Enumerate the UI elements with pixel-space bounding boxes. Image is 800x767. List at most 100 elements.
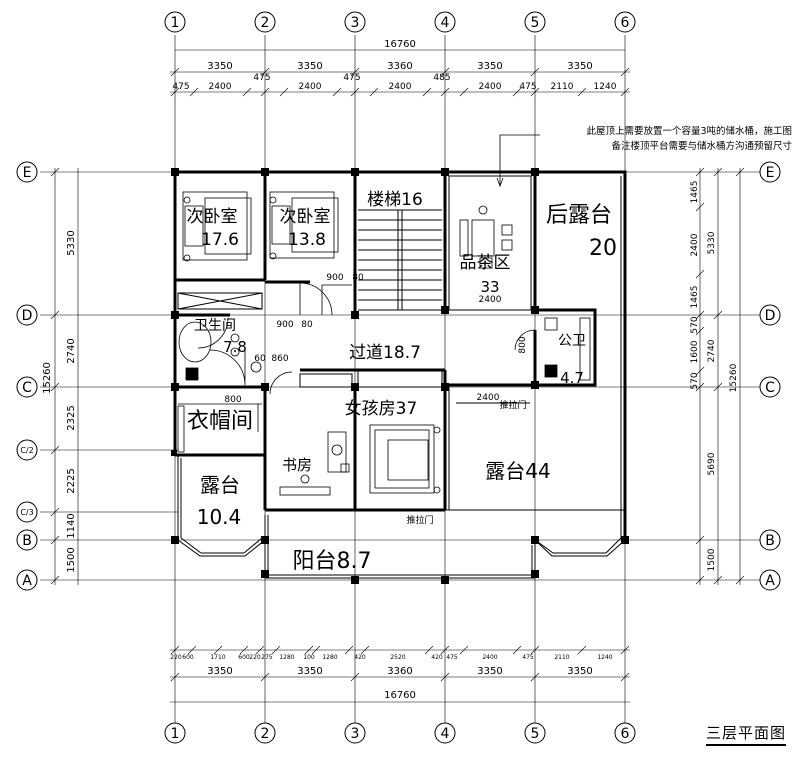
room-study: 书房 [282,456,312,474]
grid-bubble-left [16,501,38,523]
grid-label: 1 [171,15,180,31]
furniture [177,191,591,496]
dimension-texts-bottom: 3350 3350 3360 3350 3350 16760 [207,666,592,701]
grid-bubble-bottom [434,722,456,744]
dim-right: 2740 [707,339,717,362]
dim-total-right: 15260 [729,363,739,392]
room-tearoom-area: 33 [480,278,499,296]
dim-bay: 3350 [477,61,502,72]
grid-label: 5 [531,15,540,31]
grid-lines [40,35,760,725]
room-toilet-right-name: 公卫 [558,333,586,349]
page-title: 三层平面图 [706,722,787,746]
dim-total-bottom: 16760 [384,690,416,701]
grid-label: D [765,308,776,324]
dim-detail: 2400 [479,82,502,92]
dimension-texts-right: 1465 2400 1465 570 1600 570 1500 5330 27… [690,181,739,572]
dim-total-top: 16760 [384,39,416,50]
grid-bubble-left [16,304,38,326]
room-toilet-right-area: 4.7 [560,369,584,387]
dim-detail: 100 [303,654,315,661]
bed-1 [182,191,252,262]
room-terrace-right: 露台44 [485,459,550,483]
grid-bubble-right [759,161,781,183]
dim-detail: 420 [431,654,443,661]
dim-bay: 3350 [567,61,592,72]
dim-detail: 1240 [594,82,617,92]
room-toilet-left-name: 卫生间 [194,318,236,334]
room-terrace-left-area: 10.4 [197,505,242,529]
dim-right-detail: 1465 [690,181,700,204]
inner-dim: 800 [224,395,241,405]
dim-bay: 3350 [207,666,232,677]
inner-dim: 800 [518,336,528,353]
thin-walls [177,175,626,579]
grid-labels: 1 2 3 4 5 6 1 2 3 4 5 6 E D C C/2 C/3 B … [20,15,775,742]
dim-detail: 2400 [209,82,232,92]
grid-label: C/3 [20,508,33,517]
dim-detail: 600 [182,654,194,661]
dim-detail: 2110 [551,82,574,92]
grid-label: C/2 [20,446,33,455]
dim-right-detail: 1465 [690,286,700,309]
dim-bay: 3350 [297,666,322,677]
dim-bay: 3360 [387,666,412,677]
grid-bubble-left [16,161,38,183]
dim-left: 1500 [66,547,77,572]
dim-detail: 475 [519,82,536,92]
dim-bay: 3350 [207,61,232,72]
dim-detail: 475 [172,82,189,92]
dim-left: 2225 [66,468,77,493]
grid-bubble-top [434,11,456,33]
grid-label: 6 [621,15,630,31]
room-stair: 楼梯16 [367,190,423,210]
inner-dim: 80 [301,320,313,330]
dim-left: 2740 [66,338,77,363]
dim-detail: 600 [238,654,250,661]
sliding-door-label: 推拉门 [406,514,433,526]
dimension-texts-top: 16760 3350 3350 3360 3350 3350 [207,39,592,72]
dim-right-detail: 570 [690,316,700,333]
grid-bubble-right [759,529,781,551]
grid-bubble-left [16,569,38,591]
grid-bubble-bottom [164,722,186,744]
inner-dim: 900 [276,320,293,330]
grid-bubble-bottom [614,722,636,744]
grid-label: A [765,573,775,589]
doors [197,282,536,432]
dim-detail: 1280 [279,654,294,661]
inner-dim: 2400 [479,295,502,305]
dim-detail: 2400 [389,82,412,92]
inner-dim: 80 [352,273,364,283]
grid-label: B [22,533,32,549]
grid-label: 6 [621,726,630,742]
dim-detail: 475 [522,654,534,661]
grid-bubble-right [759,304,781,326]
dim-detail: 2400 [482,654,497,661]
bathtub [178,321,262,381]
grid-label: A [22,573,32,589]
grid-label: 3 [351,726,360,742]
cloak-shelves [177,403,262,453]
grid-label: 4 [441,15,450,31]
dim-bay: 3360 [387,61,412,72]
room-girl: 女孩房37 [345,399,418,419]
room-terrace-left-name: 露台 [200,473,240,497]
grid-label: 2 [261,15,270,31]
dim-detail: 2520 [390,654,405,661]
toilet-right [544,317,591,381]
dim-detail: 485 [433,73,450,83]
inner-dim: 60 [254,354,266,364]
study-desk [279,431,350,496]
bed-2 [269,191,339,260]
room-bedroom-2-name: 次卧室 [280,207,331,227]
dimension-texts-left: 15260 5330 2740 2325 2225 1140 1500 [42,230,77,572]
bed-3 [369,424,441,494]
dim-detail: 2400 [299,82,322,92]
grid-bubble-right [759,376,781,398]
dim-detail: 420 [354,654,366,661]
grid-bubble-bottom [254,722,276,744]
roof-note: 此屋顶上需要放置一个容量3吨的储水桶，施工图 备注楼顶平台需要与储水桶方沟通预留… [586,125,792,152]
tea-table [459,205,513,269]
